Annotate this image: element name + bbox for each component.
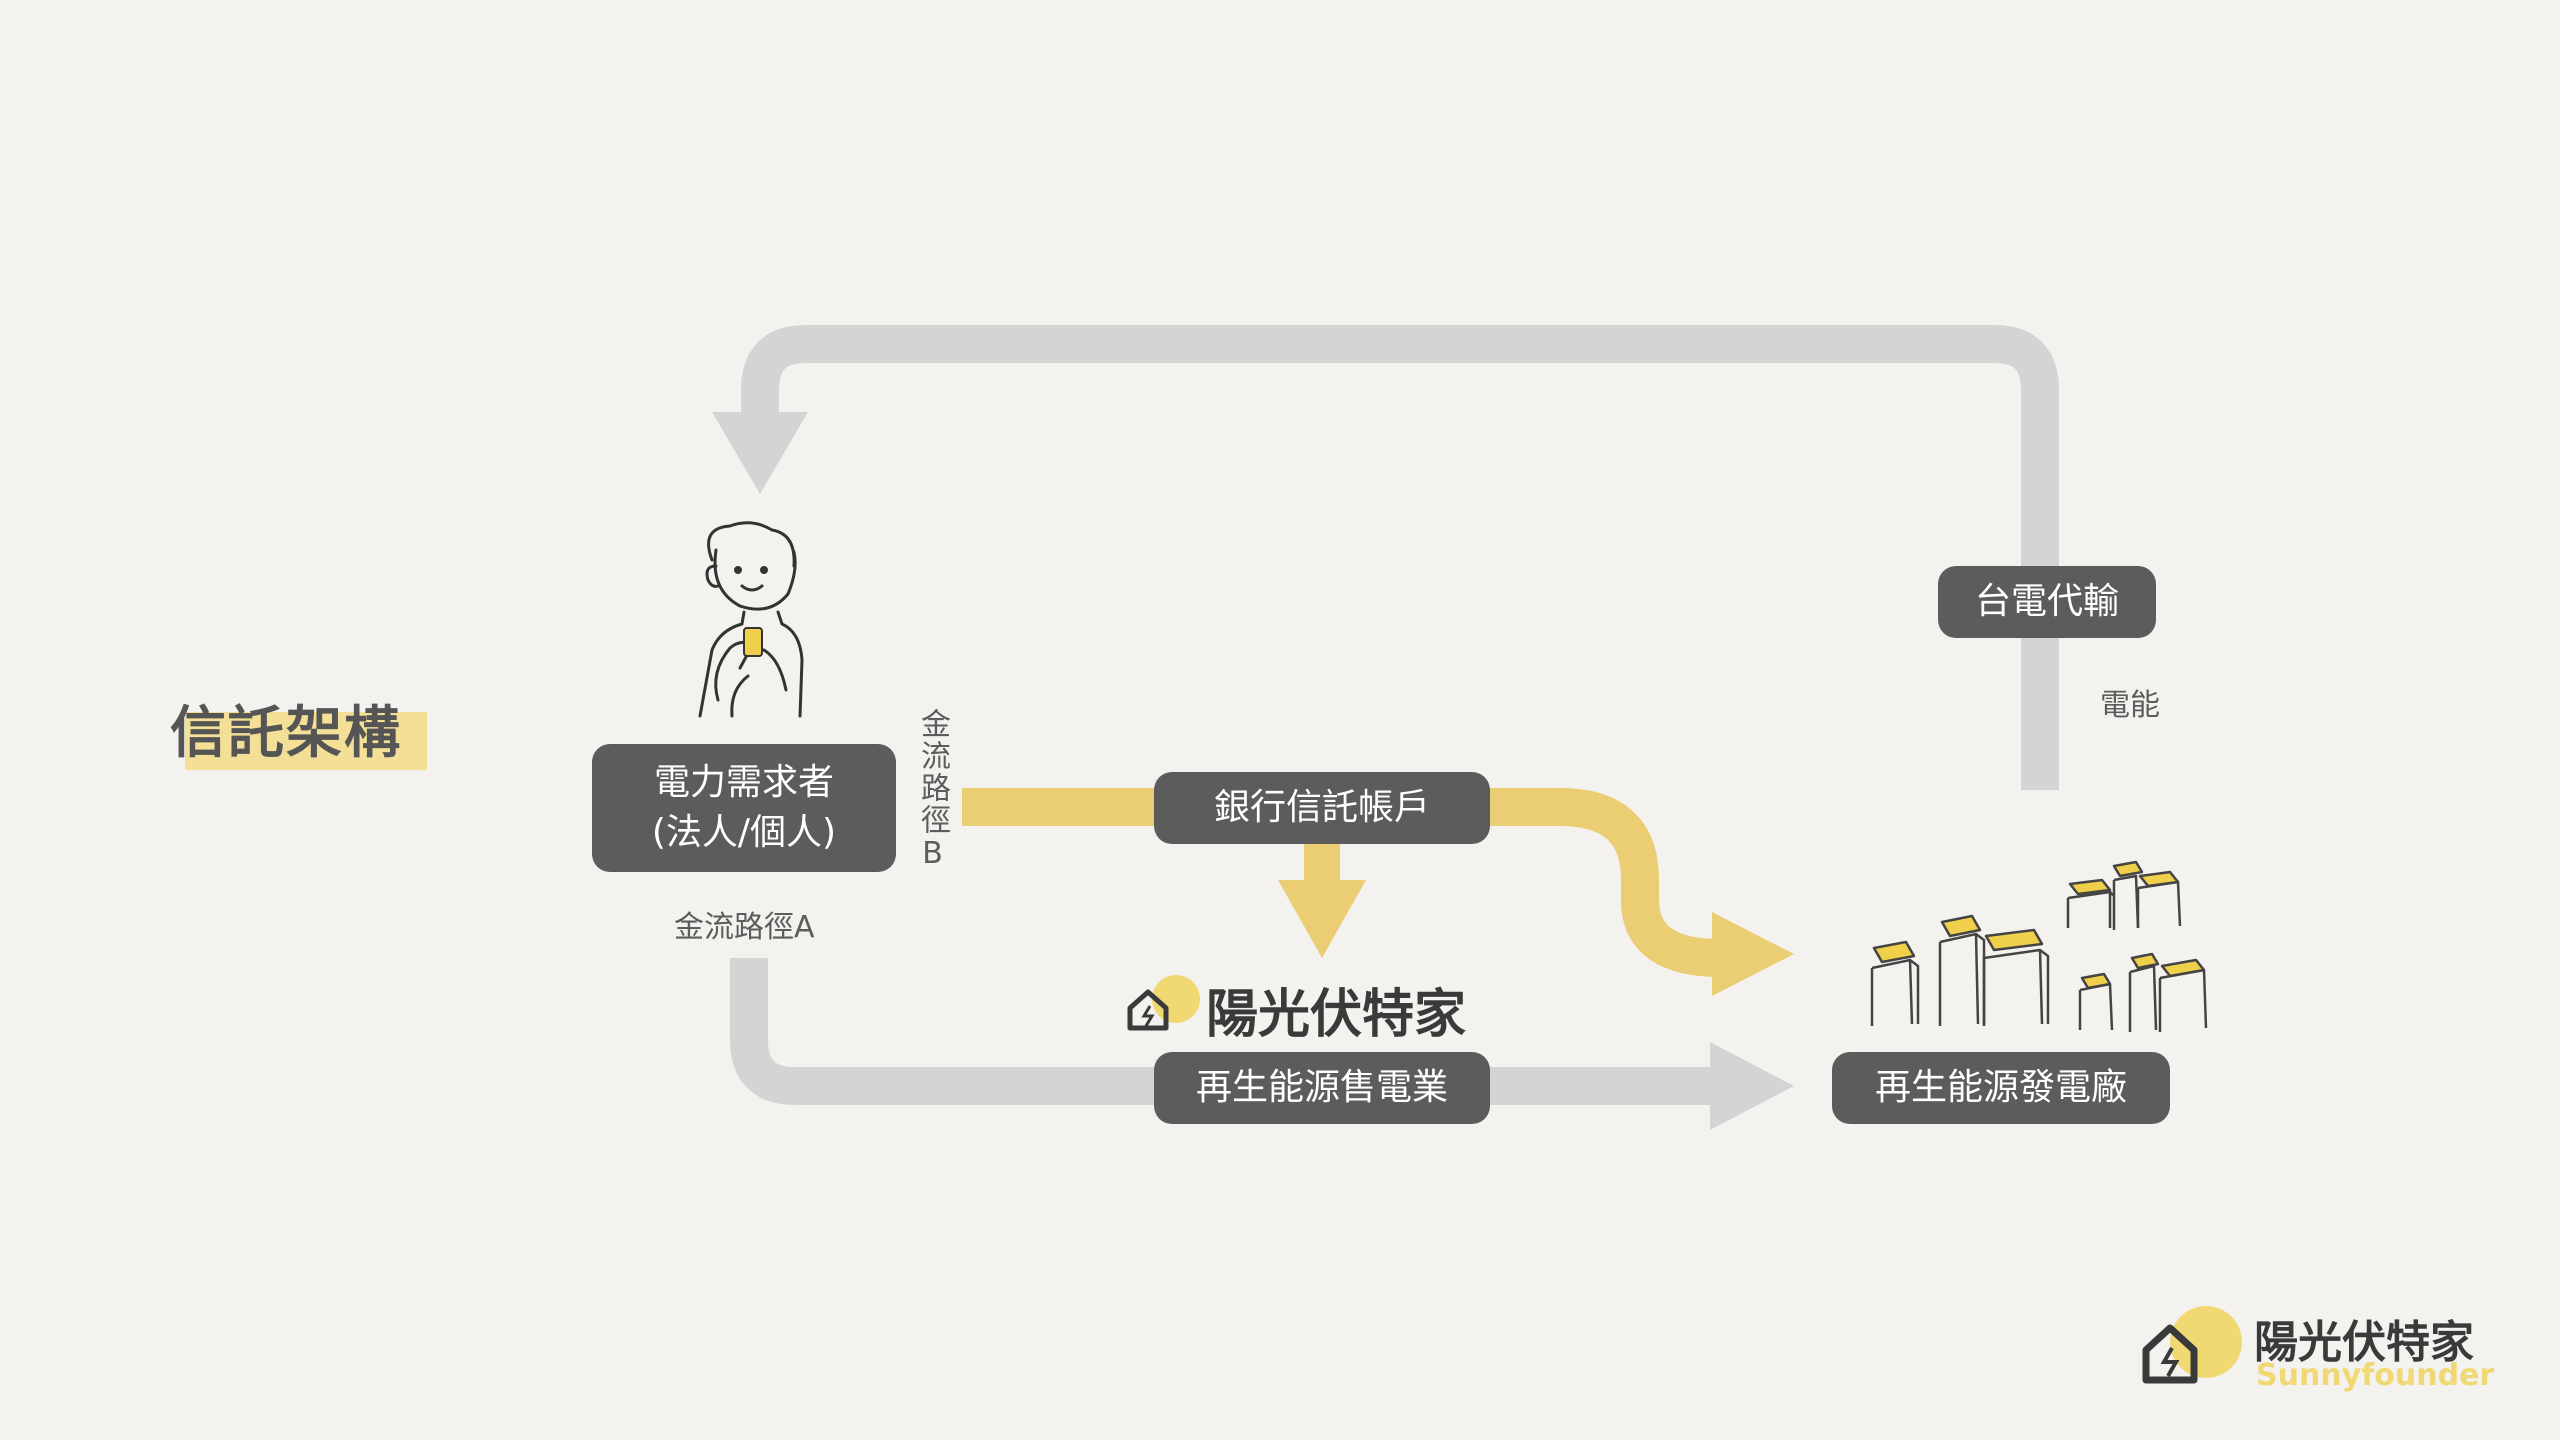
power-plant-node: 再生能源發電廠 [1832, 1052, 2170, 1124]
solar-buildings-icon [1870, 860, 2208, 1032]
cash-path-b-label: 金流路徑B [915, 708, 950, 873]
energy-label: 電能 [2100, 688, 2160, 723]
page-title: 信託架構 [170, 701, 402, 766]
phone-icon [743, 627, 763, 657]
title-block: 信託架構 [170, 688, 427, 770]
energy-return-arrowhead [712, 412, 808, 494]
title-highlight [185, 712, 427, 770]
cash-path-a-arrowhead [1710, 1042, 1794, 1130]
demand-node-line2: (法人/個人) [651, 812, 837, 853]
center-brand-name: 陽光伏特家 [1206, 985, 1467, 1045]
cash-path-b-arrowhead [1712, 912, 1794, 996]
trust-down-arrowhead [1278, 880, 1366, 958]
trust-account-node: 銀行信託帳戶 [1154, 772, 1490, 844]
energy-return-flow [741, 325, 2059, 790]
corner-brand-sub: Sunnyfounder [2256, 1358, 2495, 1393]
demand-node-line1: 電力需求者 [653, 761, 834, 803]
cash-path-b-flow [962, 788, 1721, 977]
sunnyfounder-logo-icon [2142, 1306, 2242, 1384]
cash-path-a-label: 金流路徑A [674, 910, 815, 945]
transmission-node: 台電代輸 [1938, 566, 2156, 638]
retailer-node: 再生能源售電業 [1154, 1052, 1490, 1124]
demand-node: 電力需求者 (法人/個人) [592, 744, 896, 872]
cash-path-a-flow [730, 958, 1720, 1105]
person-with-phone-icon [698, 521, 804, 718]
corner-brand-name: 陽光伏特家 [2254, 1317, 2474, 1368]
center-brand-logo-icon [1127, 975, 1200, 1031]
